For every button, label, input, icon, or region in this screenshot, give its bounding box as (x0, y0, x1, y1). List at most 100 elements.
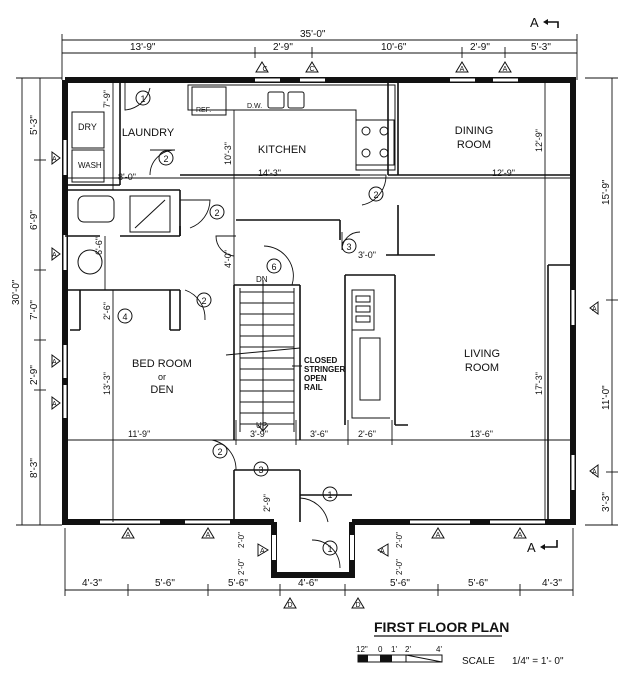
svg-text:C: C (309, 66, 314, 73)
svg-text:2: 2 (163, 154, 168, 164)
dim-left-4: 2'-9" (29, 365, 40, 385)
dim-mid-1: 11'-9" (128, 429, 150, 439)
dim-closet-small: 2'-9" (262, 494, 272, 512)
dim-closet-w: 3'-0" (358, 250, 376, 260)
dim-top-4: 2'-9" (470, 42, 490, 53)
dim-left-2: 6'-9" (29, 210, 40, 230)
dim-hall-v: 4'-0" (223, 250, 233, 268)
dim-left-1: 5'-3" (29, 115, 40, 135)
title-block: FIRST FLOOR PLAN 12" 0 1' 2' 4' SCALE 1/… (356, 619, 564, 667)
svg-text:A: A (436, 532, 441, 539)
window-tags-bottom: A A A A A A D D (121, 527, 527, 609)
svg-text:A: A (52, 401, 57, 408)
svg-text:2: 2 (214, 208, 219, 218)
dim-bed-v: 13'-3" (102, 372, 112, 395)
stair-up: UP (256, 421, 267, 430)
section-marker-bottom: A (527, 540, 558, 555)
dim-overall-top: 35'-0" (300, 29, 326, 40)
scale-tick-0: 12" (356, 645, 368, 654)
dim-kitchen-v: 10'-3" (223, 142, 233, 165)
stair-note-4: RAIL (304, 383, 323, 392)
dim-bath-v: 6'-6" (94, 237, 104, 255)
section-marker-top: A (530, 15, 559, 30)
plan-title: FIRST FLOOR PLAN (374, 619, 509, 635)
svg-text:A: A (460, 66, 465, 73)
svg-text:A: A (52, 252, 57, 259)
kitchen-counter: REF. D.W. (187, 84, 396, 171)
wash-label: WASH (78, 161, 102, 170)
dim-right-2: 11'-0" (601, 385, 612, 410)
dim-living-v: 17'-3" (534, 372, 544, 395)
section-letter-a-top: A (530, 15, 539, 30)
dim-kitchen-h: 14'-3" (258, 168, 281, 178)
top-dimensions: 35'-0" 13'-9" 2'-9" 10'-6" 2'-9" 5'-3" (61, 29, 578, 80)
dim-top-3: 10'-6" (381, 42, 407, 53)
svg-text:A: A (260, 548, 265, 555)
laundry-fixtures: DRY WASH (71, 111, 171, 275)
svg-text:A: A (592, 469, 597, 476)
dim-right-1: 15'-9" (601, 179, 612, 205)
scale-tick-1: 0 (378, 645, 383, 654)
svg-text:D: D (355, 602, 360, 609)
scale-label: SCALE (462, 656, 495, 667)
svg-text:1: 1 (140, 94, 145, 104)
svg-text:4: 4 (122, 312, 127, 322)
dining-label-1: DINING (455, 125, 494, 137)
dim-left-3: 7'-0" (29, 300, 40, 320)
scale-value: 1/4" = 1'- 0" (512, 656, 564, 667)
svg-text:1: 1 (327, 490, 332, 500)
dim-bot-4: 4'-6" (298, 578, 318, 589)
svg-text:6: 6 (271, 262, 276, 272)
dim-right-3: 3'-3" (601, 492, 612, 512)
dim-mid-5: 13'-6" (470, 429, 493, 439)
door-tags: 1 2 2 2 3 2 6 4 2 3 1 1 (117, 90, 384, 556)
scale-tick-3: 2' (405, 645, 411, 654)
interior-walls (65, 80, 573, 522)
dim-bot-1: 4'-3" (82, 578, 102, 589)
dim-mid-4: 2'-6" (358, 429, 376, 439)
svg-text:2: 2 (201, 296, 206, 306)
dim-left-overall: 30'-0" (11, 279, 22, 305)
svg-text:A: A (52, 156, 57, 163)
interior-dims: 8'-0" 7'-9" 10'-3" 14'-3" 12'-9" 12'-9" … (65, 80, 573, 575)
section-letter-a-bottom: A (527, 540, 536, 555)
svg-text:A: A (380, 548, 385, 555)
scale-tick-2: 1' (391, 645, 397, 654)
room-labels: LAUNDRY KITCHEN DINING ROOM LIVING ROOM … (122, 125, 500, 396)
stair-note-3: OPEN (304, 374, 327, 383)
ref-label: REF. (196, 107, 211, 114)
dim-left-5: 8'-3" (29, 458, 40, 478)
dim-bot-7: 4'-3" (542, 578, 562, 589)
dim-top-1: 13'-9" (130, 42, 156, 53)
dim-laundry-v: 7'-9" (102, 90, 112, 108)
dim-mid-2: 3'-9" (250, 429, 268, 439)
fireplace (351, 289, 390, 419)
laundry-label: LAUNDRY (122, 127, 175, 139)
dim-vest-4: 2'-0" (395, 559, 404, 575)
exterior-walls (62, 77, 576, 578)
right-dimensions: 15'-9" 11'-0" 3'-3" A A (585, 77, 618, 526)
dry-label: DRY (78, 122, 97, 132)
stair-note-1: CLOSED (304, 356, 338, 365)
dim-laundry-h: 8'-0" (118, 172, 136, 182)
scale-bar (357, 654, 443, 663)
dim-bot-2: 5'-6" (155, 578, 175, 589)
dim-vest-2: 2'-0" (237, 559, 246, 575)
window-tags-top: C C A A (255, 61, 512, 73)
svg-text:2: 2 (217, 447, 222, 457)
dim-top-5: 5'-3" (531, 42, 551, 53)
bed-label-3: DEN (150, 384, 173, 396)
bed-label-2: or (158, 372, 166, 382)
svg-text:D: D (287, 602, 292, 609)
dim-mid-3: 3'-6" (310, 429, 328, 439)
living-label-2: ROOM (465, 362, 499, 374)
dim-vest-1: 2'-0" (237, 532, 246, 548)
svg-text:A: A (518, 532, 523, 539)
living-label-1: LIVING (464, 348, 500, 360)
left-dimensions: 30'-0" 5'-3" 6'-9" 7'-0" 2'-9" 8'-3" A A… (11, 77, 62, 526)
svg-text:A: A (52, 359, 57, 366)
svg-text:3: 3 (258, 465, 263, 475)
bottom-dimensions: 4'-3" 5'-6" 5'-6" 4'-6" 5'-6" 5'-6" 4'-3… (64, 528, 574, 596)
svg-text:3: 3 (346, 242, 351, 252)
